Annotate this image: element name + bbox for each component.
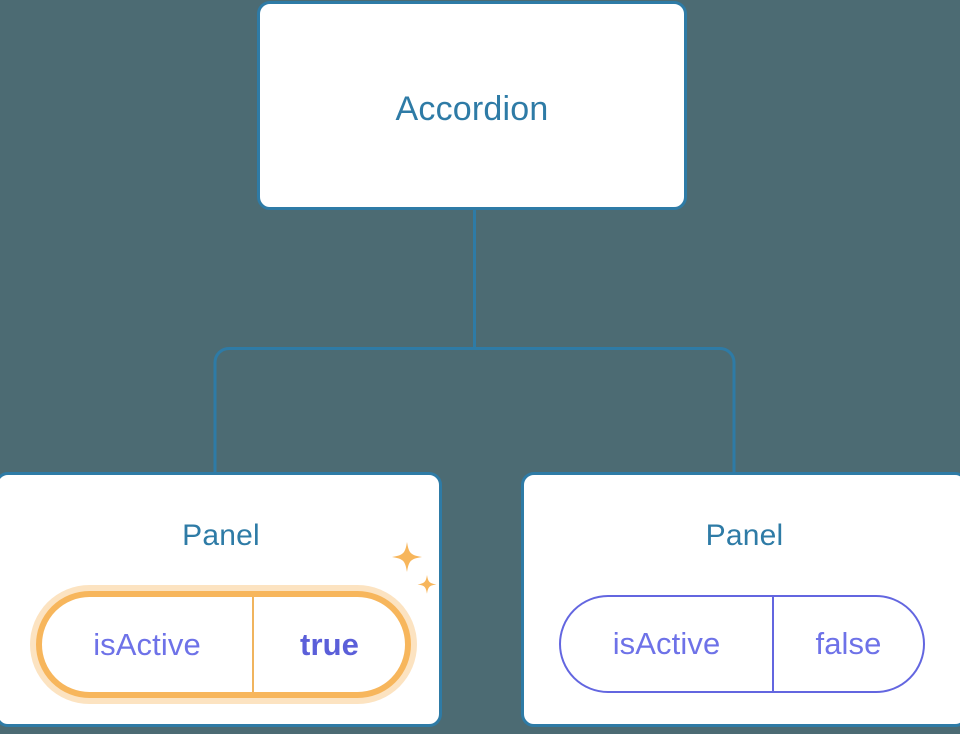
prop-pill-right-wrapper: isActive false — [559, 595, 925, 693]
node-panel-right-title: Panel — [705, 519, 784, 552]
prop-pill-key-cell: isActive — [42, 597, 254, 692]
connector-branch-left — [213, 347, 475, 472]
connector-branch-right — [474, 347, 736, 472]
prop-pill-isactive-false[interactable]: isActive false — [559, 595, 925, 693]
node-accordion-title: Accordion — [395, 90, 549, 128]
prop-pill-value-cell: true — [254, 597, 405, 692]
prop-pill-key-cell: isActive — [561, 597, 774, 691]
node-accordion[interactable]: Accordion — [257, 1, 687, 210]
prop-pill-left-wrapper: isActive true — [36, 591, 411, 698]
prop-pill-value-cell: false — [774, 597, 923, 691]
node-panel-left[interactable]: Panel isActive true — [0, 472, 442, 727]
prop-pill-isactive-true[interactable]: isActive true — [36, 591, 411, 698]
prop-key-label: isActive — [93, 626, 201, 662]
prop-key-label: isActive — [612, 626, 721, 661]
prop-value-label: true — [300, 626, 359, 662]
node-panel-right[interactable]: Panel isActive false — [521, 472, 960, 727]
node-panel-left-title: Panel — [182, 519, 260, 552]
prop-value-label: false — [815, 626, 882, 661]
